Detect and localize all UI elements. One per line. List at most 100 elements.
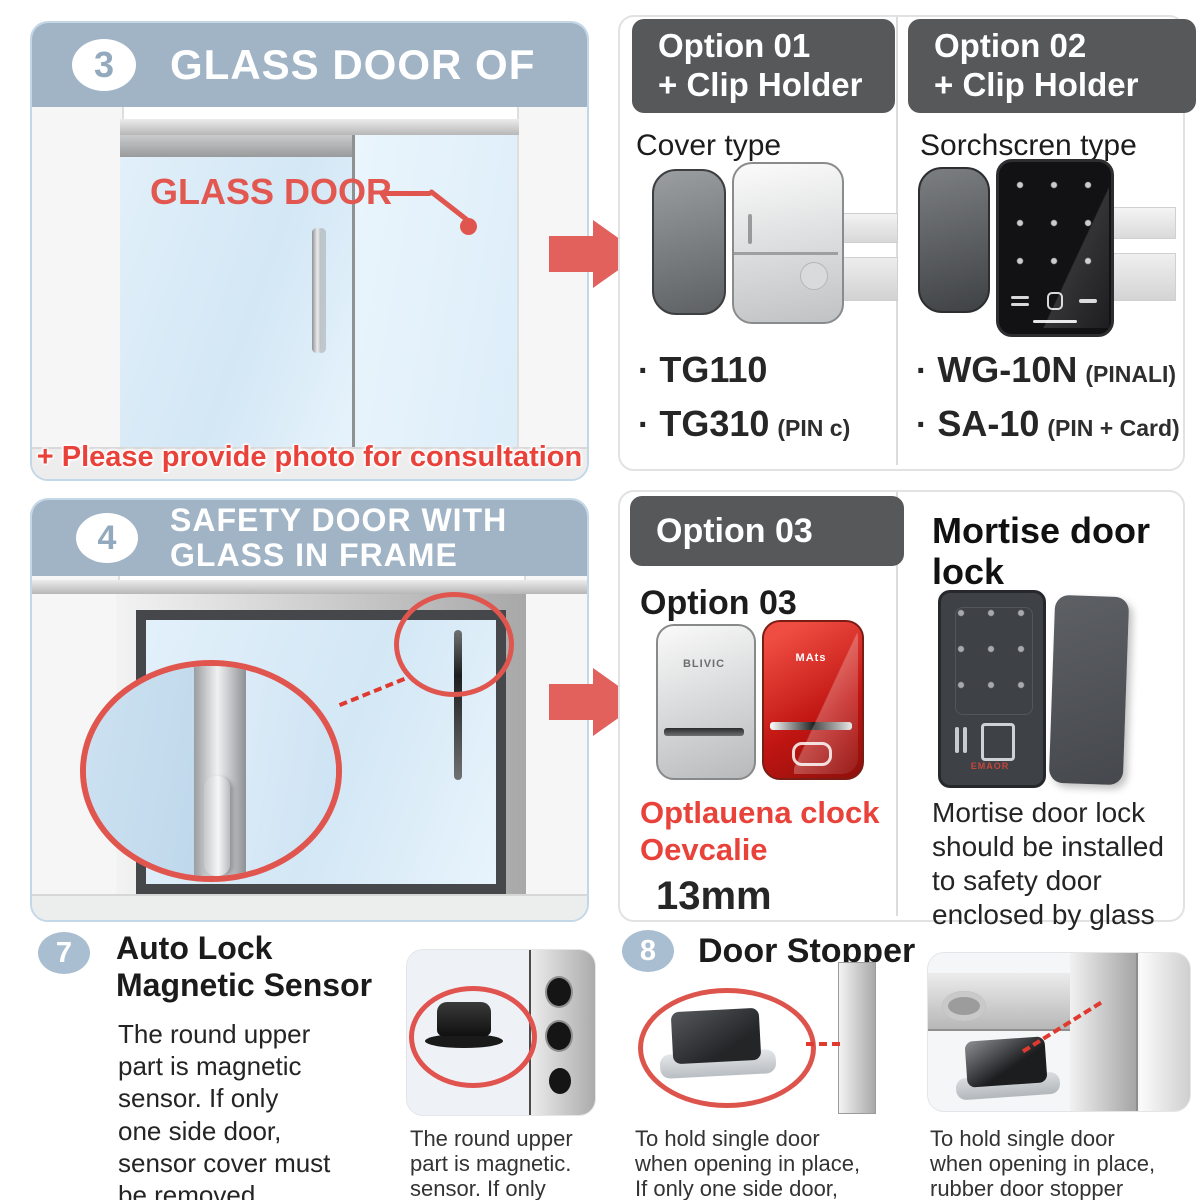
mortise-title: Mortise door lock	[932, 510, 1150, 593]
bullet-icon: ·	[916, 406, 928, 444]
mortise-title-line1: Mortise door	[932, 510, 1151, 551]
section4-panel: 4 SAFETY DOOR WITH GLASS IN FRAME	[30, 498, 589, 922]
model-name: SA-10	[937, 403, 1040, 444]
right-wall	[517, 107, 587, 479]
section7-body-line3: sensor. If only	[118, 1083, 279, 1114]
section7-number: 7	[55, 936, 73, 969]
rubber-caption-line2: when opening in place,	[930, 1151, 1156, 1177]
keypad-mark	[1011, 303, 1029, 306]
strike-hole	[547, 1022, 571, 1050]
option1-type-label: Cover type	[636, 129, 782, 162]
option3-header-label: Option 03	[656, 511, 813, 550]
lock-slot	[664, 728, 744, 736]
right-wall	[524, 576, 587, 920]
sensor-caption-line1: The round upper	[410, 1126, 573, 1151]
option3-subheading: Option 03	[640, 584, 797, 622]
section3-number-badge: 3	[72, 39, 136, 91]
section4-number-badge: 4	[76, 513, 138, 563]
rubber-caption-line1: To hold single door	[930, 1126, 1115, 1151]
section7-title-line2: Magnetic Sensor	[116, 966, 373, 1003]
keypad-mark	[1079, 299, 1097, 303]
lock-seam	[734, 252, 838, 255]
option2-header: Option 02 + Clip Holder	[908, 19, 1196, 113]
door-frame-bar	[838, 962, 876, 1114]
stopper-highlight-circle	[638, 988, 816, 1108]
door-handle	[312, 228, 321, 353]
options-panel: Option 01 + Clip Holder Cover type · TG1…	[618, 15, 1196, 471]
sensor-highlight-circle	[409, 986, 537, 1088]
magnifier-circle	[80, 660, 342, 882]
section8-number-badge: 8	[622, 930, 674, 972]
section7-body-line1: The round upper	[118, 1019, 311, 1049]
device-brand: BLIVIC	[682, 658, 726, 670]
left-wall	[32, 107, 124, 479]
keypad-underline	[1033, 320, 1077, 323]
section7-body-line5: sensor cover must	[118, 1147, 331, 1178]
model-suffix: (PINALI)	[1085, 361, 1177, 387]
device-brand: MAts	[764, 652, 858, 664]
stopper-caption-line3: If only one side door,	[635, 1176, 839, 1200]
lock-oval-detail	[792, 742, 832, 766]
strike-hole	[549, 1068, 571, 1094]
door-panel	[1140, 953, 1190, 1111]
section3-title: GLASS DOOR OF	[170, 41, 536, 88]
option2-type-label: Sorchscren type	[920, 129, 1137, 162]
clip-holder-bar	[1108, 253, 1176, 301]
mortise-mark	[963, 727, 967, 753]
bullet-icon: ·	[638, 352, 650, 390]
keypad-glyph	[1047, 292, 1063, 310]
model-suffix: (PIN + Card)	[1047, 415, 1180, 441]
section4-title: SAFETY DOOR WITH GLASS IN FRAME	[170, 502, 507, 573]
top-beam	[120, 119, 519, 135]
top-beam	[32, 580, 587, 594]
model-name: TG310	[659, 403, 770, 444]
model-suffix: (PIN c)	[777, 415, 851, 441]
door-handle	[454, 630, 462, 780]
bullet-icon: ·	[638, 406, 650, 444]
floor-strip	[32, 447, 587, 479]
clip-holder-bar	[838, 257, 898, 301]
sensor-caption-line2: part is magnetic.	[410, 1151, 572, 1177]
door-frame-panel	[1070, 953, 1138, 1111]
mortise-mark	[955, 727, 959, 753]
mortise-keypad-grid	[955, 607, 1033, 715]
stopper-dash-line	[806, 1042, 840, 1046]
mortise-lock-device: EMAOR	[938, 590, 1046, 788]
section7-number-badge: 7	[38, 932, 90, 974]
section4-number: 4	[97, 518, 117, 557]
model-name: TG110	[659, 349, 768, 390]
section3-header: 3 GLASS DOOR OF	[32, 23, 587, 107]
handle-highlight-circle	[394, 592, 514, 697]
sensor-caption-line3: sensor. If only	[410, 1176, 546, 1200]
section7-body: The round upper part is magnetic sensor.…	[118, 1018, 330, 1200]
section8-number: 8	[639, 934, 657, 967]
floor-strip	[32, 894, 587, 920]
mortise-desc-line3: to safety door	[932, 865, 1102, 897]
mortise-description: Mortise door lock should be installed to…	[932, 796, 1164, 933]
mortise-title-line2: lock	[932, 551, 1005, 593]
door-top-rail	[120, 135, 352, 157]
option1-header-line2: + Clip Holder	[658, 66, 863, 103]
option3-header: Option 03	[630, 496, 904, 566]
option1-header: Option 01 + Clip Holder	[632, 19, 895, 113]
rubber-caption-line3: rubber door stopper	[930, 1176, 1124, 1200]
magnified-glass-left	[86, 666, 206, 876]
device-brand: EMAOR	[970, 761, 1010, 771]
clip-holder-bar	[838, 213, 898, 243]
option3-note: Optlauena clock Oevcalie	[640, 794, 879, 868]
section8-title: Door Stopper	[698, 932, 916, 970]
section3-panel: 3 GLASS DOOR OF GLASS DOOR + Please prov…	[30, 21, 589, 481]
section4-header: 4 SAFETY DOOR WITH GLASS IN FRAME	[32, 500, 587, 576]
section4-title-line2: GLASS IN FRAME	[170, 537, 458, 573]
cover-device	[652, 169, 726, 315]
section7-body-line4: one side door,	[118, 1115, 282, 1146]
model-name: WG-10N	[937, 349, 1078, 390]
cover-device	[918, 167, 990, 313]
bullet-icon: ·	[916, 352, 928, 390]
lock-device-red: MAts	[762, 620, 864, 780]
leader-dot	[460, 218, 477, 235]
mortise-desc-line2: should be installed	[932, 831, 1164, 863]
lock-detail	[748, 214, 752, 244]
model-row: · WG-10N (PINALI)	[916, 349, 1176, 391]
